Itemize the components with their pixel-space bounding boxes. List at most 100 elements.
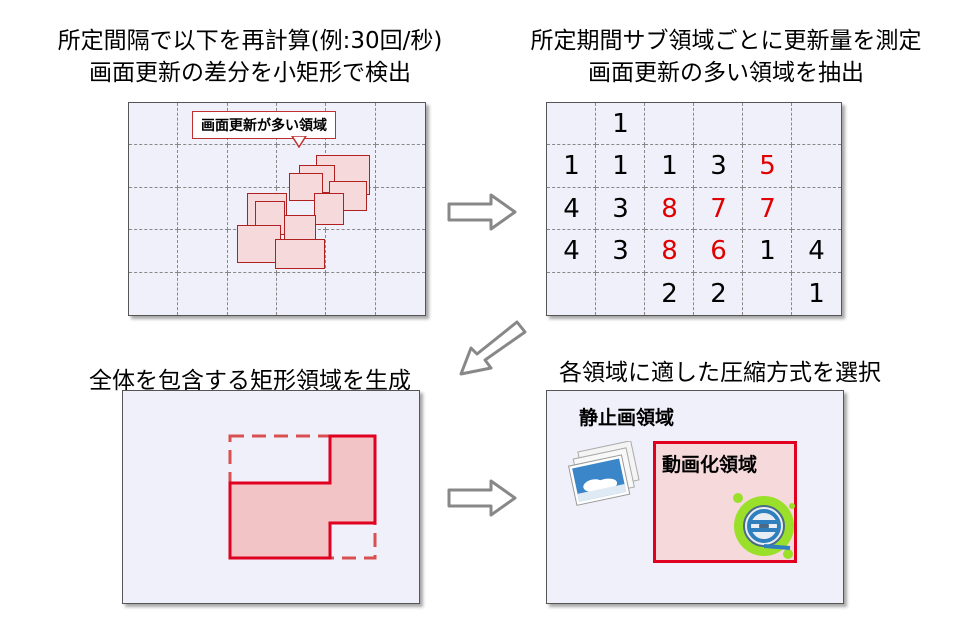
step2-caption-line1: 所定期間サブ領域ごとに更新量を測定 (530, 28, 922, 54)
update-count: 3 (612, 236, 629, 267)
callout-pointer (291, 136, 307, 148)
step3-panel (122, 390, 420, 604)
grid-cell (277, 230, 327, 273)
grid-cell (743, 230, 792, 273)
update-count: 1 (759, 236, 776, 267)
grid-cell (645, 187, 694, 231)
update-count (792, 145, 841, 187)
grid-cell (792, 188, 841, 231)
grid-cell (129, 187, 179, 231)
grid-cell (227, 145, 277, 188)
grid-cell (596, 187, 645, 231)
grid-cell (694, 103, 743, 146)
film-reel-icon (733, 493, 795, 559)
grid-cell (178, 230, 228, 273)
update-count (792, 188, 841, 230)
down-left-arrow-icon (459, 320, 527, 376)
grid-cell (694, 272, 743, 315)
grid-cell (596, 145, 645, 188)
update-count: 2 (661, 278, 678, 309)
grid-cell (596, 272, 645, 315)
video-region-label: 動画化領域 (662, 454, 758, 476)
update-count: 3 (710, 151, 727, 182)
still-image-region-label: 静止画領域 (579, 407, 675, 429)
right-arrow-icon (447, 193, 517, 231)
right-arrow-icon (447, 479, 517, 517)
grid-cell (743, 103, 792, 146)
step1-caption-line1: 所定間隔で以下を再計算(例:30回/秒) (57, 28, 443, 54)
grid-cell (277, 272, 327, 315)
grid-cell (375, 145, 425, 188)
update-count (547, 273, 596, 315)
update-count: 7 (759, 193, 776, 224)
grid-cell (547, 272, 596, 315)
update-count: 8 (661, 193, 678, 224)
grid-cell (645, 230, 694, 273)
grid-cell (596, 230, 645, 273)
grid-cell (375, 230, 425, 273)
update-count: 4 (563, 193, 580, 224)
grid-cell (547, 230, 596, 273)
grid-cell (547, 103, 596, 146)
grid-cell (129, 145, 179, 188)
update-count: 6 (710, 236, 727, 267)
step4-caption: 各領域に適した圧縮方式を選択 (559, 360, 881, 386)
update-count (743, 273, 792, 315)
grid-cell (326, 272, 376, 315)
update-count: 7 (710, 193, 727, 224)
grid-cell (743, 187, 792, 231)
update-count (596, 273, 645, 315)
step1-caption-line2: 画面更新の差分を小矩形で検出 (89, 60, 411, 86)
update-count: 1 (808, 278, 825, 309)
grid-cell (547, 187, 596, 231)
step4-panel: 静止画領域 動画化領域 (546, 390, 844, 604)
grid-cell (743, 145, 792, 188)
video-region: 動画化領域 (653, 441, 797, 563)
update-count: 1 (612, 151, 629, 182)
grid-cell (547, 145, 596, 188)
grid-cell (596, 103, 645, 146)
grid-cell (645, 103, 694, 146)
grid-cell (178, 272, 228, 315)
grid-cell (326, 187, 376, 231)
diff-rect (289, 173, 323, 201)
grid-cell (178, 187, 228, 231)
update-count (645, 103, 694, 145)
update-count (792, 103, 841, 145)
grid-cell (228, 272, 277, 315)
update-count: 2 (710, 278, 727, 309)
update-count: 5 (759, 151, 776, 182)
grid-cell (129, 230, 179, 273)
diff-rect (275, 239, 325, 269)
grid-cell (694, 230, 743, 273)
update-count: 1 (563, 151, 580, 182)
diff-rect (314, 193, 344, 225)
grid-cell (743, 272, 792, 315)
update-count (547, 103, 596, 145)
grid-cell (792, 145, 841, 188)
update-count (743, 103, 792, 145)
grid-cell (376, 273, 425, 315)
busy-region-callout: 画面更新が多い領域 (192, 111, 336, 139)
grid-cell (129, 272, 179, 315)
grid-cell (326, 230, 376, 273)
update-count: 8 (661, 236, 678, 267)
grid-cell (375, 188, 425, 231)
merged-region-shape (228, 434, 377, 560)
grid-cell (129, 103, 179, 146)
grid-cell (375, 103, 425, 146)
grid-cell (792, 103, 841, 146)
grid-cell (326, 103, 376, 146)
update-count: 3 (612, 193, 629, 224)
grid-cell (792, 230, 841, 273)
step2-caption-line2: 画面更新の多い領域を抽出 (588, 60, 864, 86)
diff-rect (237, 225, 281, 263)
grid-cell (178, 145, 228, 188)
update-count (694, 103, 743, 145)
update-count: 4 (563, 236, 580, 267)
photo-stack-icon (568, 441, 640, 506)
update-count: 4 (808, 236, 825, 267)
grid-cell (694, 187, 743, 231)
grid-cell (645, 145, 694, 188)
